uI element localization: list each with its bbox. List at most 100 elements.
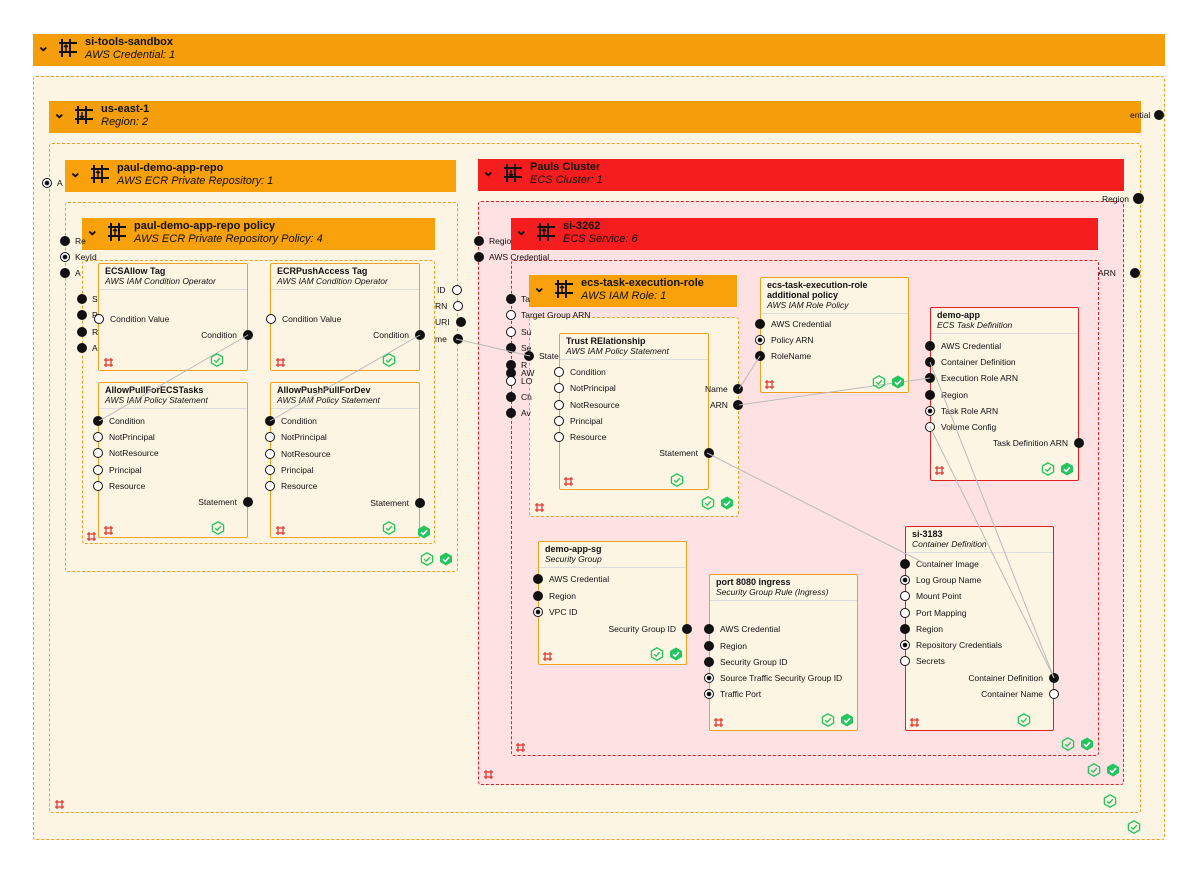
role-arn-socket[interactable]: ARN (710, 400, 743, 410)
socket-principal[interactable]: Principal (93, 465, 142, 475)
qualification-icon[interactable] (211, 521, 225, 535)
socket-container-name-output[interactable]: Container Name (940, 689, 1059, 699)
repo-uri-socket[interactable]: URI (435, 317, 466, 327)
socket-resource[interactable]: Resource (554, 432, 606, 442)
chevron-down-icon[interactable]: ⌄ (69, 164, 82, 181)
qualification-icon[interactable] (382, 353, 396, 367)
service-input-r[interactable]: R (506, 360, 527, 370)
policy-hidden-a[interactable]: A (77, 343, 98, 353)
qualification-icon[interactable] (420, 552, 434, 566)
role-statement-socket[interactable]: State (524, 351, 559, 361)
socket-condition[interactable]: Condition (554, 367, 606, 377)
qualification-icon[interactable] (1041, 462, 1055, 476)
socket-principal[interactable]: Principal (265, 465, 314, 475)
socket-region[interactable]: Region (533, 591, 576, 601)
chevron-down-icon[interactable]: ⌄ (533, 279, 546, 296)
socket-notresource[interactable]: NotResource (93, 448, 159, 458)
qualification-icon[interactable] (650, 647, 664, 661)
qualification-icon[interactable] (1061, 737, 1075, 751)
socket-repository-credentials[interactable]: Repository Credentials (900, 640, 1002, 650)
socket-log-group-name[interactable]: Log Group Name (900, 575, 981, 585)
repo-arn-socket[interactable]: RN (435, 301, 464, 311)
qualification-icon[interactable] (210, 353, 224, 367)
socket-container-definition[interactable]: Container Definition (925, 357, 1016, 367)
socket-traffic-port[interactable]: Traffic Port (704, 689, 761, 699)
socket-notresource[interactable]: NotResource (265, 449, 331, 459)
socket-condition-value[interactable]: Condition Value (266, 314, 341, 324)
policy-input-re[interactable]: Re (60, 236, 86, 246)
service-input-target-group[interactable]: Target Group ARN (506, 310, 590, 320)
socket-condition[interactable]: Condition (93, 416, 145, 426)
repo-id-socket[interactable]: ID (437, 285, 462, 295)
policy-hidden-p[interactable]: P (77, 310, 98, 320)
socket-mount-point[interactable]: Mount Point (900, 591, 961, 601)
socket-container-definition-output[interactable]: Container Definition (940, 673, 1059, 683)
qualification-icon[interactable] (701, 496, 715, 510)
confirmation-icon[interactable] (669, 647, 683, 661)
socket-statement-output[interactable]: Statement (322, 498, 425, 508)
role-name-socket[interactable]: Name (705, 384, 743, 394)
qualification-icon[interactable] (382, 521, 396, 535)
socket-container-image[interactable]: Container Image (900, 559, 979, 569)
cluster-region-socket[interactable]: Regio (474, 236, 511, 246)
qualification-icon[interactable] (1127, 820, 1141, 834)
socket-security-group-id[interactable]: Security Group ID (704, 657, 788, 667)
service-input-ch[interactable]: Ch (506, 392, 532, 402)
qualification-icon[interactable] (1103, 794, 1117, 808)
socket-security-group-id-output[interactable]: Security Group ID (580, 624, 692, 634)
repo-name-socket[interactable]: me (435, 334, 463, 344)
socket-notresource[interactable]: NotResource (554, 400, 620, 410)
socket-region[interactable]: Region (704, 641, 747, 651)
socket-port-mapping[interactable]: Port Mapping (900, 608, 967, 618)
confirmation-icon[interactable] (417, 525, 431, 539)
socket-secrets[interactable]: Secrets (900, 656, 945, 666)
socket-condition-output[interactable]: Condition (322, 330, 425, 340)
socket-task-definition-arn[interactable]: Task Definition ARN (960, 438, 1084, 448)
chevron-down-icon[interactable]: ⌄ (53, 105, 66, 122)
confirmation-icon[interactable] (720, 496, 734, 510)
chevron-down-icon[interactable]: ⌄ (86, 222, 99, 239)
socket-volume-config[interactable]: Volume Config (925, 422, 996, 432)
confirmation-icon[interactable] (1080, 737, 1094, 751)
service-input-su[interactable]: Su (506, 327, 531, 337)
chevron-down-icon[interactable]: ⌄ (482, 163, 495, 180)
socket-aws-credential[interactable]: AWS Credential (533, 574, 609, 584)
confirmation-icon[interactable] (840, 713, 854, 727)
socket-statement-output[interactable]: Statement (150, 497, 253, 507)
socket-notprincipal[interactable]: NotPrincipal (93, 432, 155, 442)
socket-policy-arn[interactable]: Policy ARN (755, 335, 814, 345)
chevron-down-icon[interactable]: ⌄ (515, 222, 528, 239)
policy-input-a[interactable]: A (60, 268, 81, 278)
service-input-ta[interactable]: Ta (506, 294, 530, 304)
socket-notprincipal[interactable]: NotPrincipal (554, 383, 616, 393)
confirmation-icon[interactable] (1060, 462, 1074, 476)
socket-task-role-arn[interactable]: Task Role ARN (925, 406, 998, 416)
socket-region[interactable]: Region (900, 624, 943, 634)
confirmation-icon[interactable] (439, 552, 453, 566)
qualification-icon[interactable] (821, 713, 835, 727)
socket-condition[interactable]: Condition (265, 416, 317, 426)
socket-aws-credential[interactable]: AWS Credential (704, 624, 780, 634)
socket-aws-credential[interactable]: AWS Credential (925, 341, 1001, 351)
policy-input-keyid[interactable]: KeyId (60, 252, 97, 262)
qualification-icon[interactable] (1017, 713, 1031, 727)
socket-source-traffic-sg-id[interactable]: Source Traffic Security Group ID (704, 673, 842, 683)
socket-notprincipal[interactable]: NotPrincipal (265, 432, 327, 442)
confirmation-icon[interactable] (1106, 763, 1120, 777)
socket-resource[interactable]: Resource (265, 481, 317, 491)
role-policy-node[interactable]: ecs-task-execution-role additional polic… (760, 277, 909, 393)
socket-aws-credential[interactable]: AWS Credential (755, 319, 831, 329)
qualification-icon[interactable] (872, 375, 886, 389)
cluster-credential-socket[interactable]: AWS Credential (474, 252, 549, 262)
confirmation-icon[interactable] (891, 375, 905, 389)
